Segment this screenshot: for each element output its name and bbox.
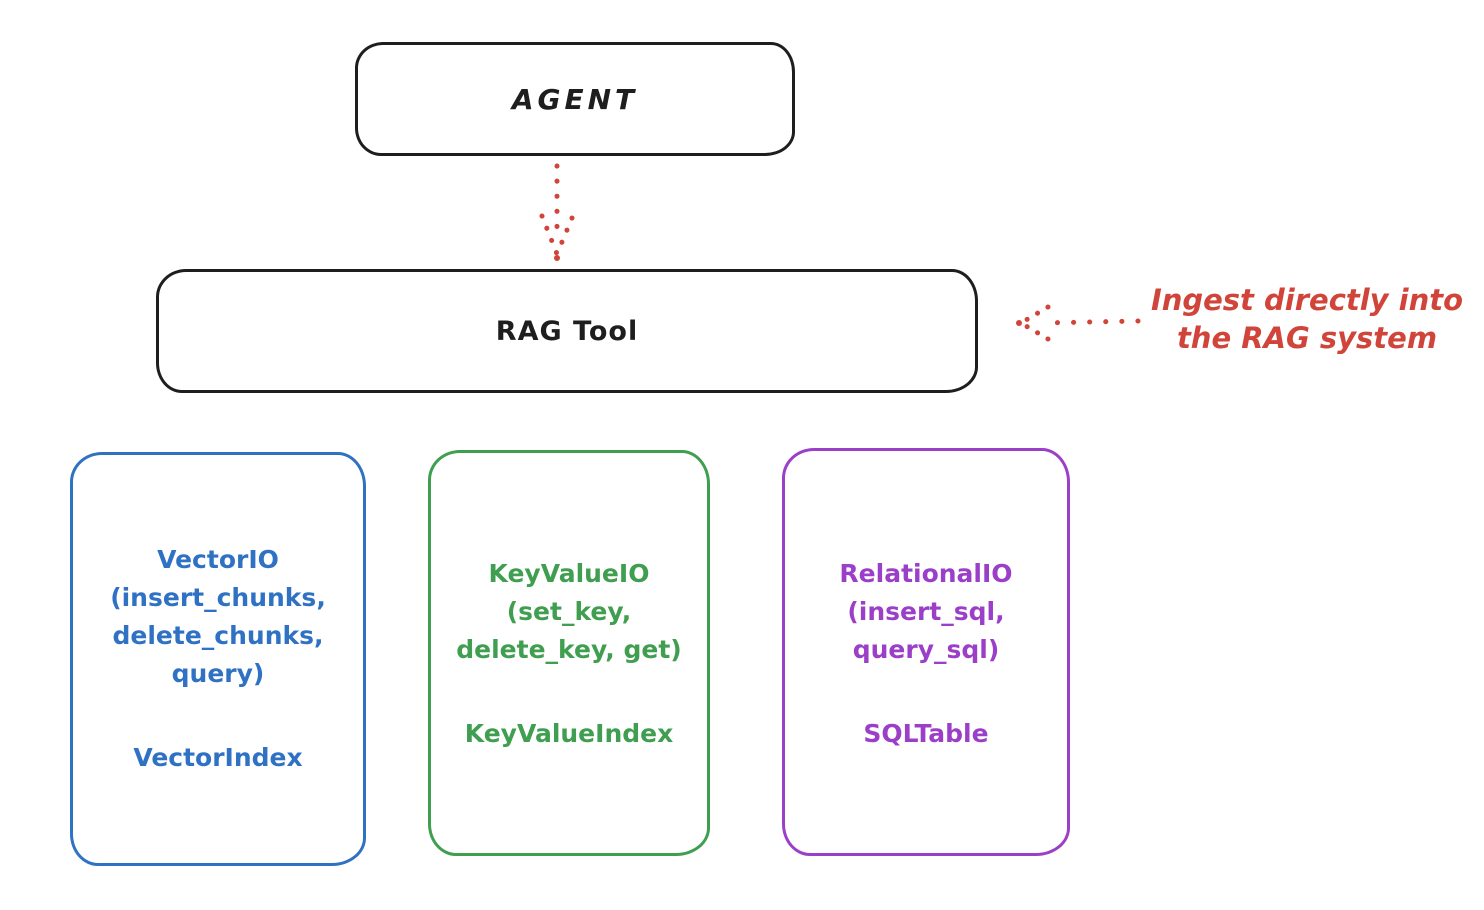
vector-io-footer: VectorIndex (133, 743, 303, 772)
vector-io-line: (insert_chunks, (110, 583, 326, 612)
relational-io-line: query_sql) (852, 635, 1000, 664)
vector-io-text: VectorIO (insert_chunks, delete_chunks, … (73, 455, 363, 777)
ingest-annotation: Ingest directly into the RAG system (1140, 281, 1474, 357)
keyvalue-io-node: KeyValueIO (set_key, delete_key, get) Ke… (428, 450, 710, 856)
ingest-annotation-line2: the RAG system (1176, 321, 1438, 355)
relational-io-line: RelationalIO (839, 559, 1013, 588)
vector-io-line: delete_chunks, (112, 621, 324, 650)
agent-label: AGENT (511, 82, 639, 116)
keyvalue-io-line: delete_key, get) (456, 635, 682, 664)
rag-tool-node: RAG Tool (156, 269, 978, 393)
keyvalue-io-line: (set_key, (506, 597, 632, 626)
ingest-annotation-line1: Ingest directly into (1150, 283, 1464, 317)
agent-node: AGENT (355, 42, 795, 156)
keyvalue-io-footer: KeyValueIndex (464, 719, 674, 748)
vector-io-line: query) (171, 659, 265, 688)
relational-io-text: RelationalIO (insert_sql, query_sql) SQL… (785, 451, 1067, 753)
rag-tool-label: RAG Tool (495, 315, 639, 347)
relational-io-node: RelationalIO (insert_sql, query_sql) SQL… (782, 448, 1070, 856)
keyvalue-io-line: KeyValueIO (488, 559, 650, 588)
dotted-left-arrow-icon (1016, 304, 1141, 342)
dotted-down-arrow-icon (539, 163, 575, 261)
keyvalue-io-text: KeyValueIO (set_key, delete_key, get) Ke… (431, 453, 707, 753)
relational-io-line: (insert_sql, (847, 597, 1005, 626)
relational-io-footer: SQLTable (863, 719, 989, 748)
vector-io-line: VectorIO (157, 545, 279, 574)
vector-io-node: VectorIO (insert_chunks, delete_chunks, … (70, 452, 366, 866)
